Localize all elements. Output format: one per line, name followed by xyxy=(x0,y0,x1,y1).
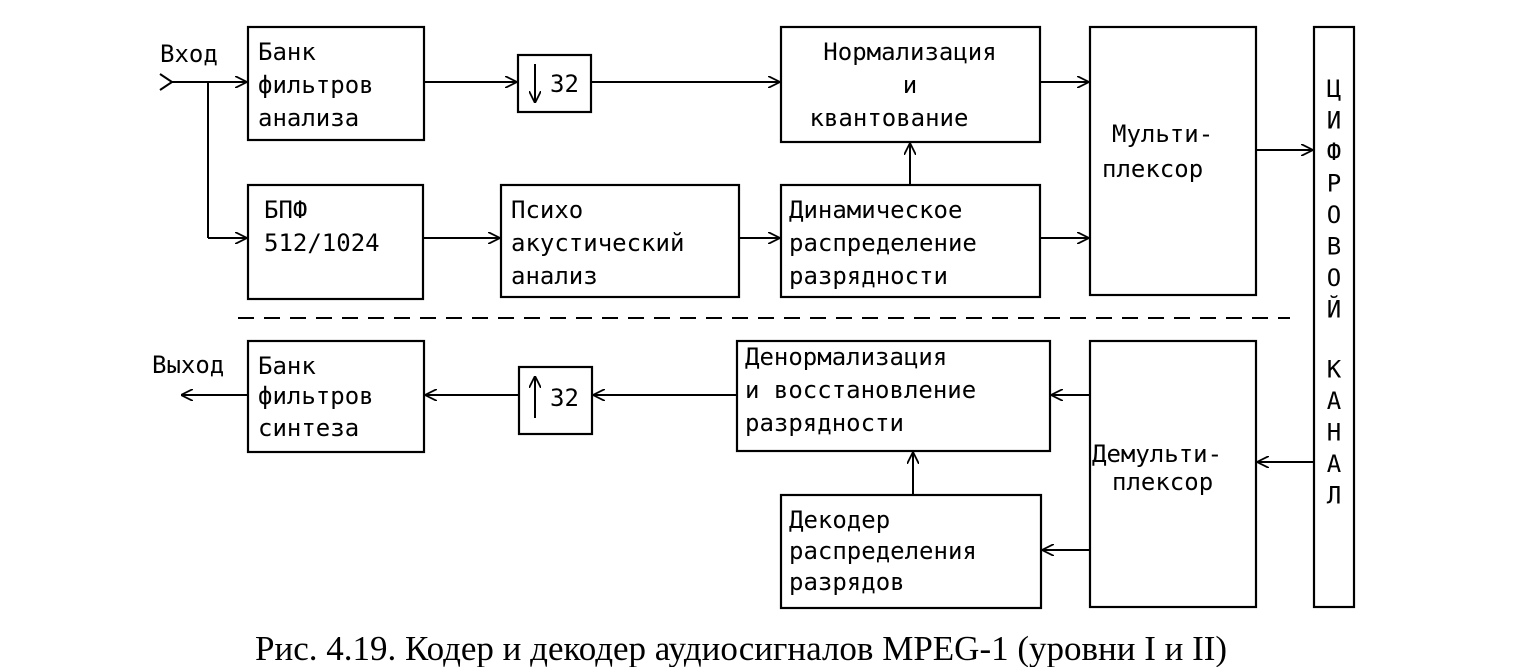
psychoacoustic-line1: Психо xyxy=(511,196,583,224)
digital-channel-letter: Й xyxy=(1327,295,1341,324)
denormalization-line3: разрядности xyxy=(745,409,904,437)
multiplexer-line2: плексор xyxy=(1102,155,1203,183)
digital-channel-letter: А xyxy=(1327,450,1342,478)
digital-channel-letter: Л xyxy=(1327,481,1341,509)
demultiplexer-block: Демульти- плексор xyxy=(1088,339,1258,609)
demultiplexer-line2: плексор xyxy=(1112,468,1213,496)
analysis-filterbank-block: Банк фильтров анализа xyxy=(246,25,426,142)
output-label: Выход xyxy=(152,351,224,379)
digital-channel-letter: Н xyxy=(1327,418,1341,446)
bit-allocation-decoder-line1: Декодер xyxy=(789,506,890,534)
downsample-block: 32 xyxy=(516,53,593,114)
synthesis-filterbank-block: Банк фильтров синтеза xyxy=(246,339,426,454)
input-fork-mark xyxy=(159,73,174,91)
digital-channel-letter: В xyxy=(1327,233,1341,261)
normalization-line1: Нормализация xyxy=(823,38,996,66)
input-label: Вход xyxy=(160,40,218,68)
demultiplexer-line1: Демульти- xyxy=(1092,440,1222,468)
upsample-label: 32 xyxy=(550,384,579,412)
fft-block: БПФ 512/1024 xyxy=(246,183,425,301)
normalization-block: Нормализация и квантование xyxy=(779,25,1042,144)
digital-channel-letter: К xyxy=(1327,355,1342,383)
bit-allocation-decoder-line2: распределения xyxy=(789,537,977,565)
digital-channel-letter: Ф xyxy=(1327,138,1341,166)
multiplexer-line1: Мульти- xyxy=(1112,120,1213,148)
bit-allocation-decoder-line3: разрядов xyxy=(789,568,905,596)
psychoacoustic-line3: анализ xyxy=(511,262,598,290)
dynamic-bit-allocation-line2: распределение xyxy=(789,229,977,257)
dynamic-bit-allocation-line1: Динамическое xyxy=(789,196,962,224)
figure-caption: Рис. 4.19. Кодер и декодер аудиосигналов… xyxy=(255,629,1227,667)
upsample-block: 32 xyxy=(517,365,594,436)
analysis-filterbank-line3: анализа xyxy=(258,104,359,132)
synthesis-filterbank-line3: синтеза xyxy=(258,414,359,442)
normalization-line2: и xyxy=(903,71,917,99)
analysis-filterbank-line1: Банк xyxy=(258,38,316,66)
multiplexer-block: Мульти- плексор xyxy=(1088,25,1258,297)
denormalization-line2: и восстановление xyxy=(745,376,976,404)
downsample-label: 32 xyxy=(550,70,579,98)
digital-channel-letter: А xyxy=(1327,387,1342,415)
normalization-line3: квантование xyxy=(810,104,969,132)
digital-channel-letter: О xyxy=(1327,201,1341,229)
synthesis-filterbank-line2: фильтров xyxy=(258,382,374,410)
digital-channel-letter: Ц xyxy=(1327,75,1341,103)
bit-allocation-decoder-block: Декодер распределения разрядов xyxy=(779,493,1043,610)
dynamic-bit-allocation-block: Динамическое распределение разрядности xyxy=(779,183,1042,299)
denormalization-line1: Денормализация xyxy=(745,343,947,371)
analysis-filterbank-line2: фильтров xyxy=(258,71,374,99)
fft-line2: 512/1024 xyxy=(264,229,380,257)
denormalization-block: Денормализация и восстановление разрядно… xyxy=(735,339,1052,453)
digital-channel-letter: О xyxy=(1327,264,1341,292)
psychoacoustic-block: Психо акустический анализ xyxy=(499,183,741,299)
digital-channel-letter: И xyxy=(1327,107,1341,135)
dynamic-bit-allocation-line3: разрядности xyxy=(789,262,948,290)
fft-line1: БПФ xyxy=(264,196,307,224)
digital-channel-letter: Р xyxy=(1327,170,1341,198)
psychoacoustic-line2: акустический xyxy=(511,229,684,257)
synthesis-filterbank-line1: Банк xyxy=(258,352,316,380)
